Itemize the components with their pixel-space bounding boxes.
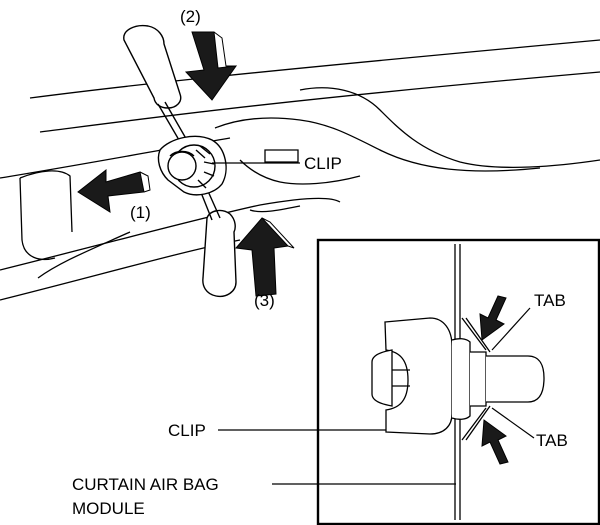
clip-main-view — [157, 135, 227, 196]
screwdriver-lower — [195, 179, 237, 298]
module-label-line1: CURTAIN AIR BAG — [72, 475, 219, 494]
tab-arrow-upper — [479, 295, 507, 341]
clip-detail-label: CLIP — [168, 421, 206, 440]
clip-main-label: CLIP — [304, 154, 342, 173]
step-1-label: (1) — [130, 203, 151, 222]
step-2-label: (2) — [180, 7, 201, 26]
tab-upper-label: TAB — [534, 291, 566, 310]
module-label-line2: MODULE — [72, 499, 145, 518]
tab-lower-leader-line — [491, 407, 535, 439]
roof-panel-outline — [0, 39, 600, 301]
tab-arrow-lower — [481, 419, 509, 465]
step-3-label: (3) — [254, 291, 275, 310]
screwdriver-upper — [123, 24, 193, 153]
clip-detail-view — [371, 317, 545, 441]
arrow-step-1 — [77, 168, 151, 213]
arrow-step-3 — [235, 217, 295, 297]
tab-lower-label: TAB — [536, 431, 568, 450]
arrow-step-2 — [184, 31, 238, 101]
tab-upper-leader-line — [491, 307, 531, 351]
